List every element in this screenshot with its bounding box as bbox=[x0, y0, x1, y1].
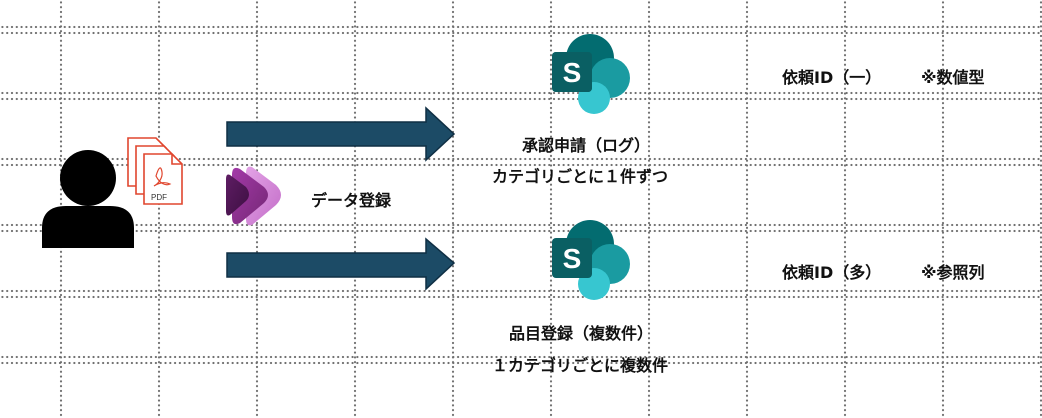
user-icon bbox=[42, 150, 134, 248]
items-sub-label: １カテゴリごとに複数件 bbox=[492, 356, 669, 375]
power-apps-icon bbox=[226, 166, 281, 226]
pdf-stack-icon: PDF bbox=[127, 137, 183, 205]
id-many-label: 依頼ID（多） bbox=[782, 263, 882, 282]
sharepoint-icon: S bbox=[552, 220, 630, 300]
sharepoint-letter: S bbox=[563, 57, 582, 88]
id-one-note: ※数値型 bbox=[921, 68, 985, 87]
right-arrow-icon bbox=[226, 106, 456, 162]
right-arrow-icon bbox=[226, 237, 456, 291]
approval-title-label: 承認申請（ログ） bbox=[522, 136, 651, 155]
approval-sub-label: カテゴリごとに１件ずつ bbox=[492, 167, 669, 186]
pdf-label: PDF bbox=[151, 193, 167, 202]
sharepoint-letter: S bbox=[563, 243, 582, 274]
data-entry-label: データ登録 bbox=[311, 191, 392, 210]
items-title-label: 品目登録（複数件） bbox=[509, 324, 654, 343]
id-many-note: ※参照列 bbox=[921, 263, 985, 282]
sharepoint-icon: S bbox=[552, 34, 630, 114]
id-one-label: 依頼ID（一） bbox=[782, 68, 882, 87]
